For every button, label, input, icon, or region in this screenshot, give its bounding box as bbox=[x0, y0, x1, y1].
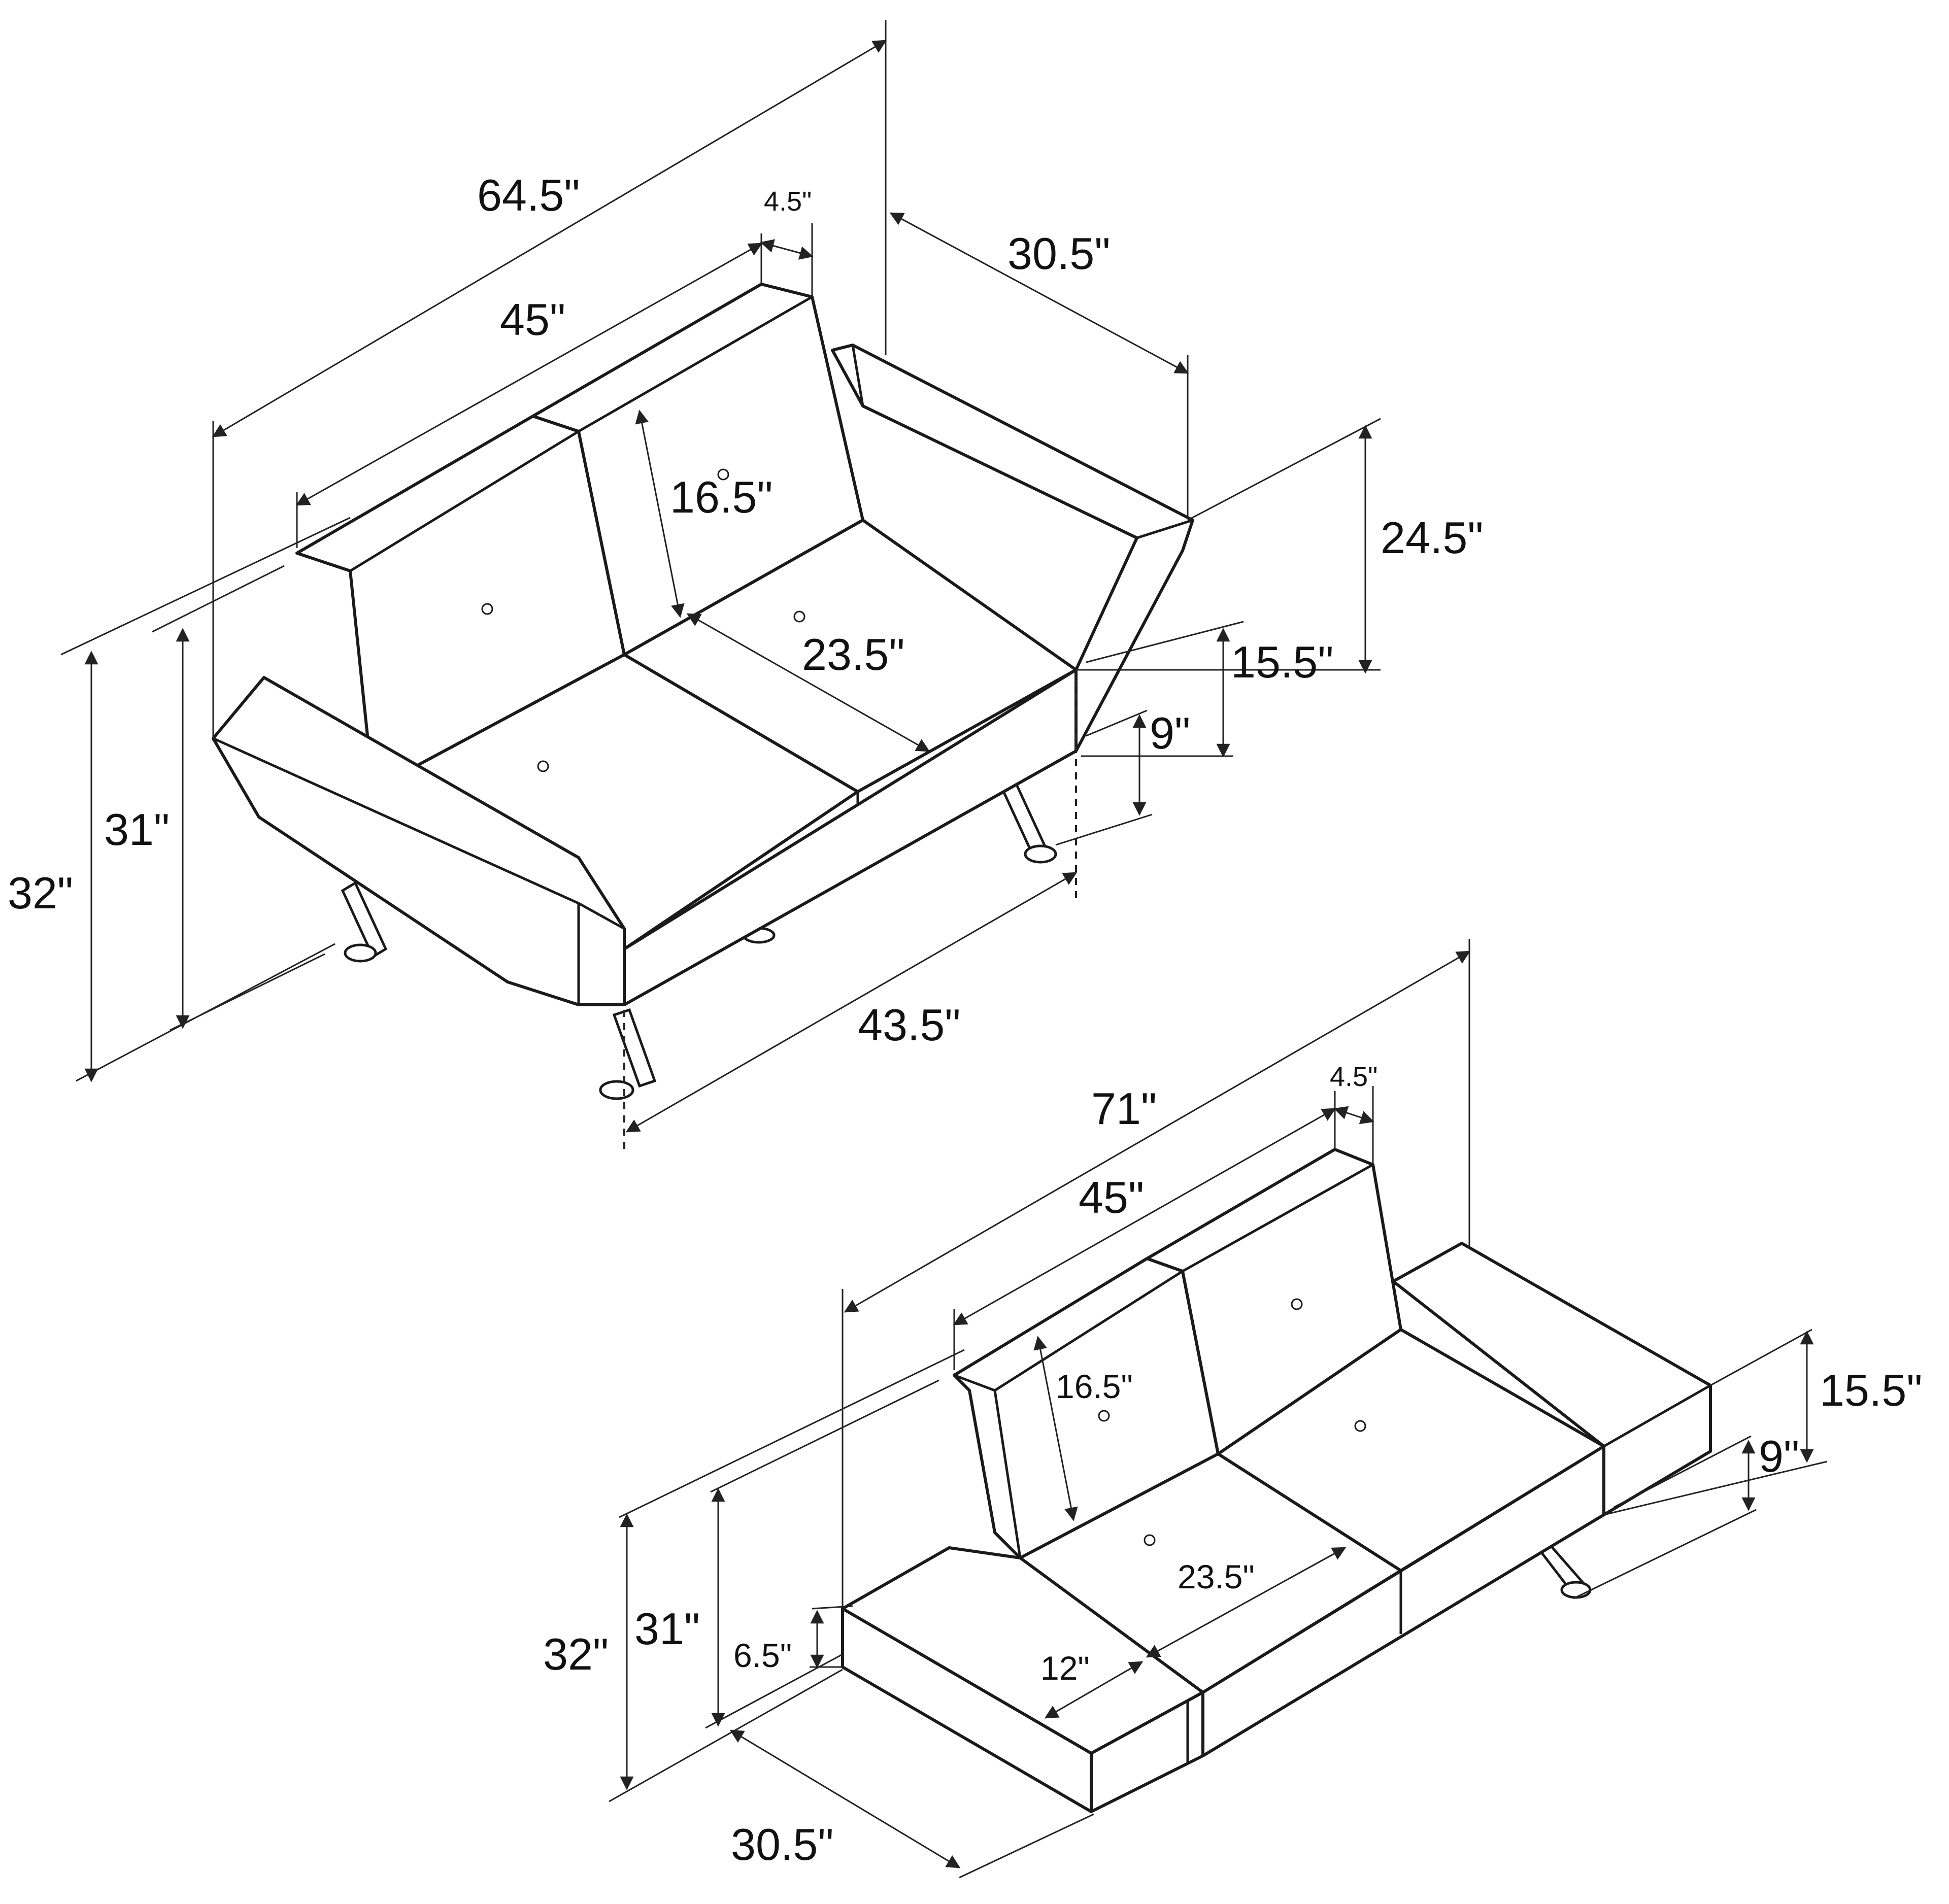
loveseat-drawing bbox=[212, 283, 1194, 1100]
loveseat-depth-label: 30.5" bbox=[1007, 228, 1111, 279]
sofa-bed-overall-width-label: 71" bbox=[1091, 1083, 1157, 1134]
sofa-bed-dimension-lines bbox=[609, 939, 1828, 1879]
sofa-bed-back-width-label: 45" bbox=[1079, 1172, 1144, 1222]
loveseat-arm-height-outer-label: 32" bbox=[8, 868, 73, 918]
sofa-bed-depth-label: 30.5" bbox=[731, 1819, 834, 1869]
sofa-bed-height-inner-label: 31" bbox=[634, 1604, 700, 1654]
sofa-bed-seat-height-label: 15.5" bbox=[1820, 1365, 1923, 1415]
loveseat-seat-width-label: 43.5" bbox=[858, 1000, 961, 1050]
loveseat-leg-height-label: 9" bbox=[1150, 708, 1190, 758]
loveseat-total-height-label: 24.5" bbox=[1381, 513, 1484, 563]
loveseat-arm-thickness-label: 4.5" bbox=[764, 186, 812, 217]
sofa-bed-arm-pad-width-label: 12" bbox=[1040, 1649, 1090, 1687]
loveseat-back-height-label: 16.5" bbox=[670, 472, 773, 522]
loveseat-back-width-label: 45" bbox=[500, 294, 565, 345]
sofa-bed-labels: 71" 45" 4.5" 16.5" 23.5" 15.5" 9" 32" 31… bbox=[543, 1062, 1923, 1869]
sofa-bed-leg-height-label: 9" bbox=[1759, 1431, 1799, 1481]
loveseat-left-arm bbox=[212, 676, 626, 1006]
sofa-bed-arm-pad-height-label: 6.5" bbox=[733, 1637, 792, 1674]
loveseat-seat-height-label: 15.5" bbox=[1231, 637, 1334, 687]
loveseat-overall-width-label: 64.5" bbox=[477, 170, 580, 220]
sofa-bed-arm-thickness-label: 4.5" bbox=[1330, 1062, 1377, 1092]
sofa-bed-back-height-label: 16.5" bbox=[1056, 1368, 1133, 1405]
loveseat-arm-height-inner-label: 31" bbox=[104, 804, 170, 855]
loveseat-dimension-lines bbox=[60, 20, 1381, 1152]
sofa-bed-drawing bbox=[841, 1148, 1712, 1813]
sofa-bed-seat-depth-label: 23.5" bbox=[1178, 1558, 1255, 1595]
loveseat-seat-depth-label: 23.5" bbox=[802, 629, 905, 679]
sofa-bed-height-outer-label: 32" bbox=[543, 1629, 609, 1679]
